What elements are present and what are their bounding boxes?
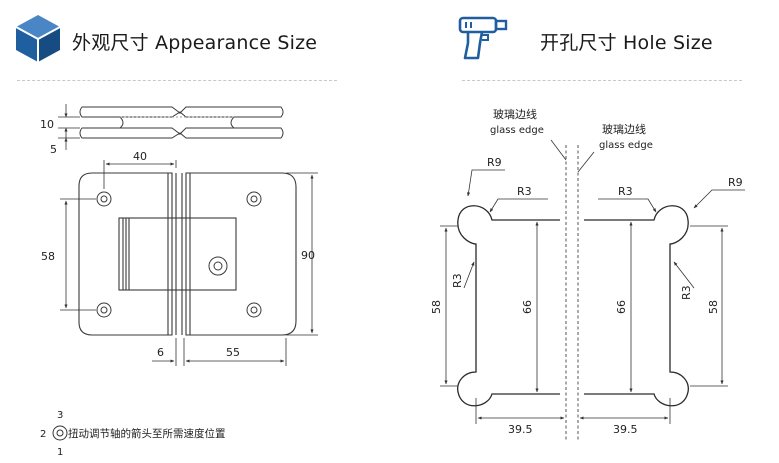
cube-icon xyxy=(15,15,61,62)
appearance-header: 外观尺寸 Appearance Size xyxy=(0,0,390,75)
hole-title: 开孔尺寸 Hole Size xyxy=(540,32,713,54)
dim-hinge-half-width xyxy=(103,160,177,189)
radius-leaders-right xyxy=(598,189,745,289)
glass-edge-leaders xyxy=(550,139,595,173)
hole-header: 开孔尺寸 Hole Size xyxy=(440,0,779,75)
glass-edge-lines xyxy=(565,145,579,440)
radius-label-large-right: R9 xyxy=(728,176,743,189)
radius-label-small-left: R3 xyxy=(517,185,532,198)
dim-label-gap: 5 xyxy=(50,143,57,156)
adjust-dial-icon xyxy=(52,425,68,441)
radius-label-large-left: R9 xyxy=(487,156,502,169)
mounting-screws xyxy=(96,191,262,318)
dim-plate-height xyxy=(286,172,318,336)
hole-divider xyxy=(462,80,742,81)
dim-leaf xyxy=(152,338,287,366)
dim-label-cutout-width-right: 39.5 xyxy=(613,423,638,436)
dim-label-glass-thickness: 10 xyxy=(40,118,54,131)
dim-thickness xyxy=(58,104,80,150)
glass-edge-label-en-left: glass edge xyxy=(490,125,544,136)
hinge-front-view xyxy=(78,172,297,336)
glass-edge-label-en-right: glass edge xyxy=(599,140,653,151)
dim-label-slot-height-right: 66 xyxy=(615,300,628,314)
dim-label-slot-height-left: 66 xyxy=(521,300,534,314)
drill-icon xyxy=(458,16,508,60)
adjust-position-2: 2 xyxy=(40,429,46,440)
glass-edge-label-cn-right: 玻璃边线 xyxy=(602,122,646,136)
radius-label-inner-left: R3 xyxy=(451,273,464,288)
cutout-right xyxy=(584,205,689,407)
dim-label-plate-height: 90 xyxy=(301,249,315,262)
dim-label-leaf-width: 55 xyxy=(226,346,240,359)
dim-label-hinge-half-width: 40 xyxy=(133,150,147,163)
adjust-note: 扭动调节轴的箭头至所需速度位置 xyxy=(68,428,226,440)
dim-label-hole-spacing: 58 xyxy=(41,250,55,263)
radius-label-inner-right: R3 xyxy=(680,285,693,300)
adjust-position-1: 1 xyxy=(57,447,63,458)
glass-edge-label-cn-left: 玻璃边线 xyxy=(493,107,537,121)
dim-widths xyxy=(475,398,671,424)
dim-label-cutout-width-left: 39.5 xyxy=(508,423,533,436)
appearance-divider xyxy=(17,80,337,81)
dim-hole-spacing xyxy=(60,198,96,311)
cutout-left xyxy=(457,205,560,407)
radius-leaders-left xyxy=(463,169,548,289)
dim-label-cutout-height-right: 58 xyxy=(707,300,720,314)
dim-label-cutout-height-left: 58 xyxy=(430,300,443,314)
dim-heights-right xyxy=(629,221,728,393)
dim-heights-left xyxy=(440,221,539,393)
hinge-top-view xyxy=(79,106,284,139)
radius-label-small-right: R3 xyxy=(618,185,633,198)
dim-label-leaf-offset: 6 xyxy=(157,346,164,359)
adjust-position-3: 3 xyxy=(57,410,63,421)
appearance-title: 外观尺寸 Appearance Size xyxy=(72,32,318,54)
